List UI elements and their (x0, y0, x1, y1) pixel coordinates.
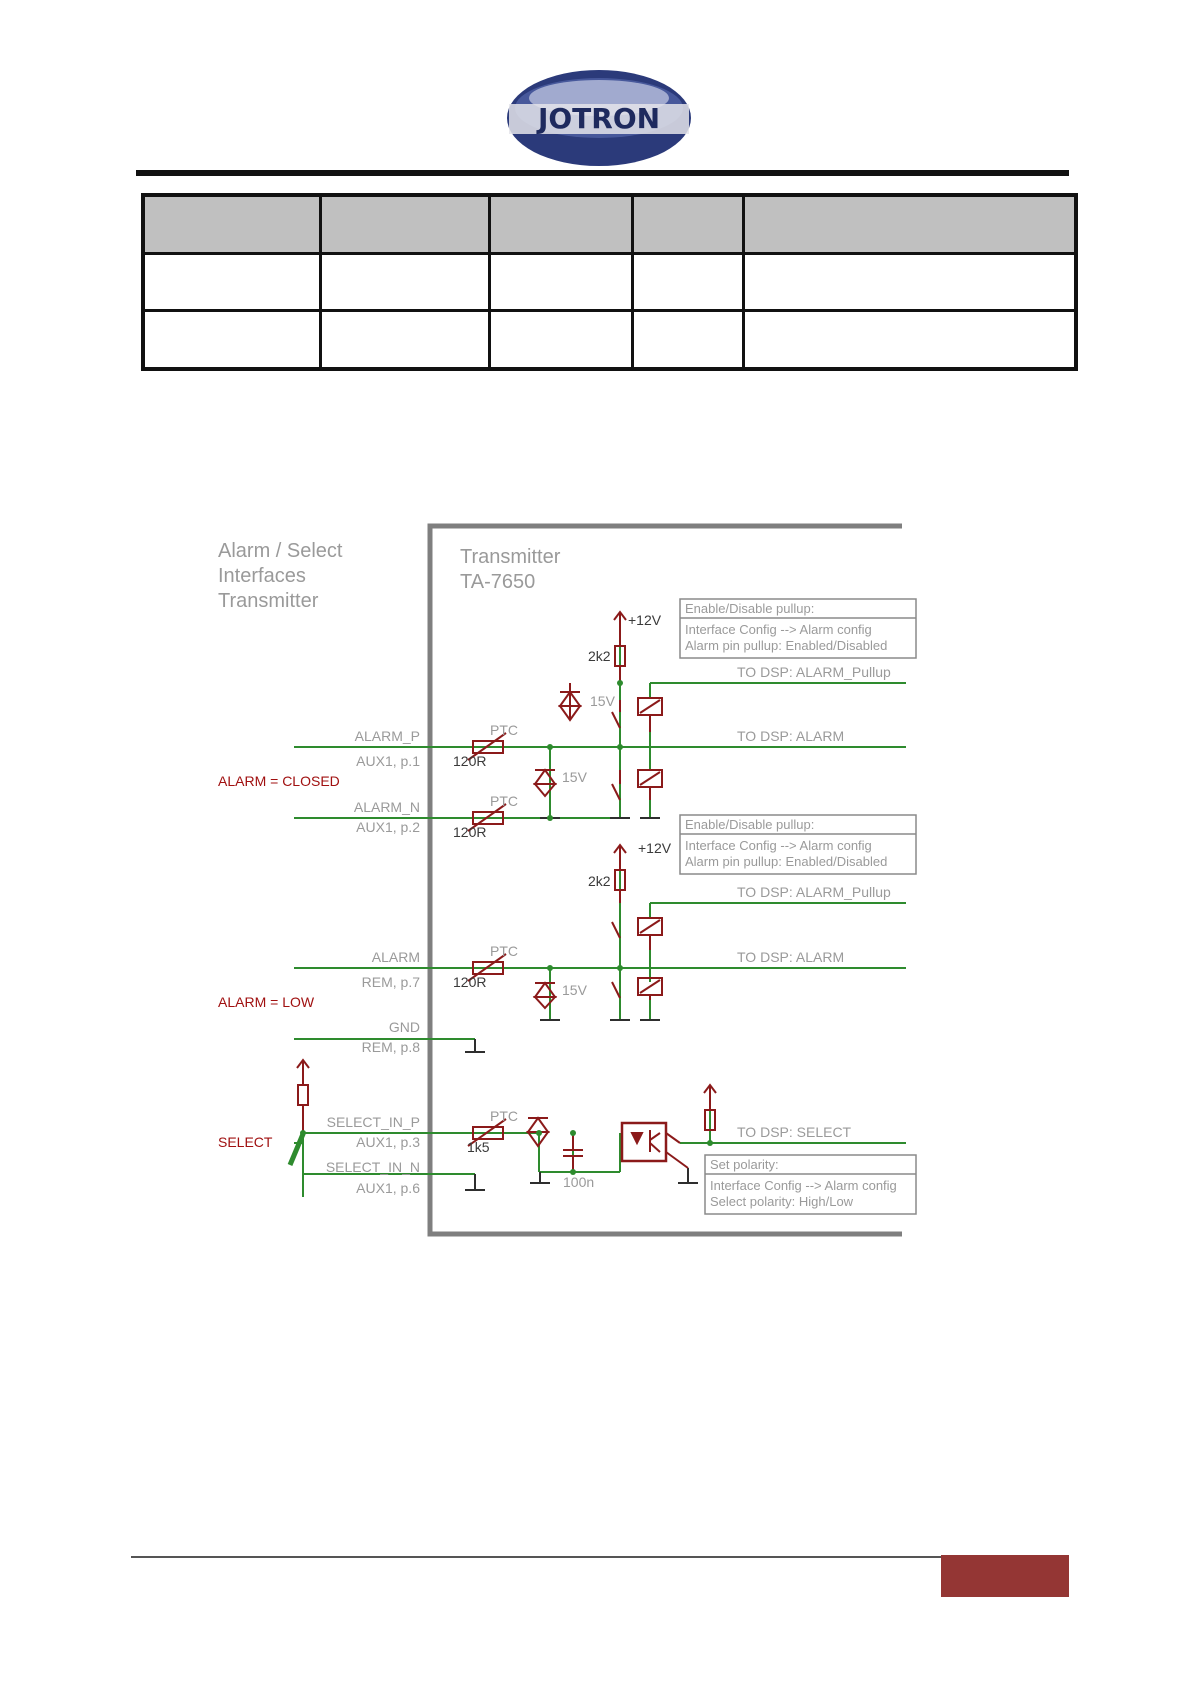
document-info-table (141, 193, 1078, 371)
wiring (294, 627, 906, 1197)
table-header-cell (318, 193, 491, 255)
box-line: Select polarity: High/Low (710, 1194, 854, 1209)
pin-label: AUX1, p.2 (356, 819, 420, 835)
box-line: Alarm pin pullup: Enabled/Disabled (685, 638, 887, 653)
ptc-label: PTC (490, 793, 518, 809)
components (296, 610, 717, 1172)
box-title: Enable/Disable pullup: (685, 817, 814, 832)
dsp-signal-label: TO DSP: ALARM (737, 728, 844, 744)
pullup-info-box: Enable/Disable pullup: Interface Config … (679, 598, 917, 659)
box-title: Enable/Disable pullup: (685, 601, 814, 616)
select-label: SELECT (218, 1134, 273, 1150)
ptc-label: PTC (490, 1108, 518, 1124)
transmitter-model: TA-7650 (460, 571, 535, 593)
schematic-title-line: Transmitter (218, 590, 319, 612)
box-title: Set polarity: (710, 1157, 779, 1172)
table-header-cell (141, 193, 322, 255)
alarm-closed-note: ALARM = CLOSED (218, 773, 340, 789)
table-cell (318, 251, 491, 313)
box-line: Alarm pin pullup: Enabled/Disabled (685, 854, 887, 869)
table-row (141, 309, 1078, 371)
box-line: Interface Config --> Alarm config (710, 1178, 897, 1193)
pin-label: AUX1, p.1 (356, 753, 420, 769)
zener-label: 15V (562, 982, 588, 998)
schematic-title-line: Interfaces (218, 565, 306, 587)
table-cell (630, 251, 745, 313)
resistor-label: 1k5 (467, 1139, 490, 1155)
supply-label: +12V (628, 612, 662, 628)
table-row (141, 251, 1078, 313)
capacitor-label: 100n (563, 1174, 594, 1190)
ptc-label: PTC (490, 943, 518, 959)
resistor-label: 120R (453, 753, 486, 769)
alarm-low-note: ALARM = LOW (218, 994, 315, 1010)
table-header-row (141, 193, 1078, 255)
pin-label: REM, p.8 (362, 1039, 421, 1055)
ptc-label: PTC (490, 722, 518, 738)
supply-label: +12V (638, 840, 672, 856)
box-line: Interface Config --> Alarm config (685, 622, 872, 637)
select-switch (287, 1133, 306, 1174)
resistor-label: 2k2 (588, 648, 611, 664)
logo-wordmark: JOTRON (536, 102, 660, 135)
zener-label: 15V (590, 693, 616, 709)
table-cell (141, 251, 322, 313)
resistor-label: 120R (453, 824, 486, 840)
dsp-signal-label: TO DSP: ALARM_Pullup (737, 884, 891, 900)
transmitter-title: Transmitter (460, 546, 561, 568)
table-cell (741, 251, 1078, 313)
resistor-label: 2k2 (588, 873, 611, 889)
pin-label: AUX1, p.3 (356, 1134, 420, 1150)
dsp-signal-label: TO DSP: ALARM (737, 949, 844, 965)
ground-symbols (465, 817, 698, 1191)
table-cell (141, 309, 322, 371)
jotron-logo: JOTRON (507, 70, 691, 166)
table-header-cell (741, 193, 1078, 255)
dsp-signal-label: TO DSP: SELECT (737, 1124, 852, 1140)
signal-label: SELECT_IN_N (326, 1159, 420, 1175)
pin-label: AUX1, p.6 (356, 1180, 420, 1196)
resistor-label: 120R (453, 974, 486, 990)
signal-label: SELECT_IN_P (327, 1114, 420, 1130)
table-cell (630, 309, 745, 371)
schematic-title-line: Alarm / Select (218, 540, 343, 562)
junction-dots (300, 680, 713, 1175)
table-cell (318, 309, 491, 371)
box-line: Interface Config --> Alarm config (685, 838, 872, 853)
dsp-signal-label: TO DSP: ALARM_Pullup (737, 664, 891, 680)
table-cell (741, 309, 1078, 371)
table-header-cell (630, 193, 745, 255)
signal-label: ALARM_P (355, 728, 420, 744)
table-header-cell (487, 193, 634, 255)
page-number-tab (941, 1555, 1069, 1597)
zener-label: 15V (562, 769, 588, 785)
pullup-info-box: Enable/Disable pullup: Interface Config … (679, 814, 917, 875)
footer-rule (131, 1556, 941, 1558)
signal-label: GND (389, 1019, 420, 1035)
alarm-select-schematic: Alarm / Select Interfaces Transmitter Tr… (218, 523, 917, 1237)
transmitter-frame (427, 523, 902, 1237)
table-cell (487, 251, 634, 313)
header-rule (136, 170, 1069, 176)
polarity-info-box: Set polarity: Interface Config --> Alarm… (704, 1154, 917, 1215)
pin-label: REM, p.7 (362, 974, 421, 990)
signal-label: ALARM_N (354, 799, 420, 815)
table-cell (487, 309, 634, 371)
signal-label: ALARM (372, 949, 420, 965)
